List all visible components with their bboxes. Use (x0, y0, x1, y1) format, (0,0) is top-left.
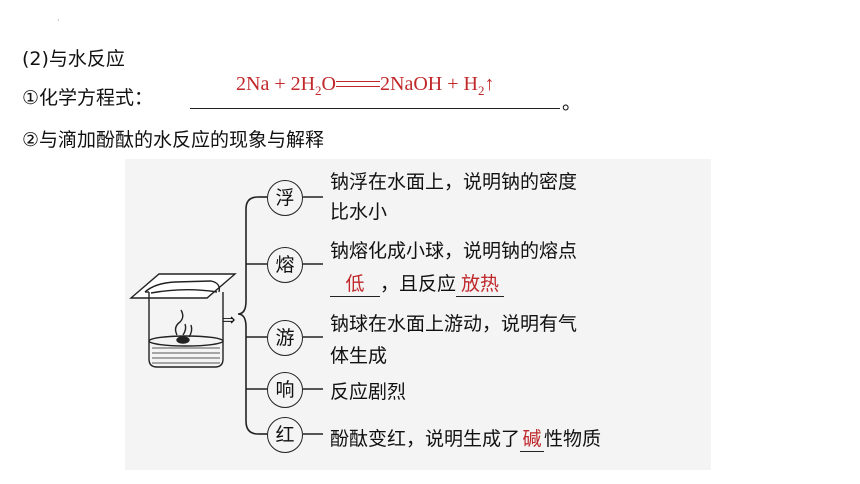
red-text: 酚酞变红，说明生成了碱性物质 (330, 424, 601, 452)
equation-sub: 2 (315, 83, 322, 98)
phenomena-diagram: ⇒ 浮 钠浮在水面上，说明钠的密度 比水小 熔 钠熔化成小球，说明钠的熔点 低，… (125, 159, 711, 470)
answer-exothermic: 放热 (456, 269, 505, 297)
melt-text-mid: ，且反应 (380, 273, 457, 295)
circle-char-float: 浮 (267, 180, 303, 216)
sound-text: 反应剧烈 (330, 381, 407, 403)
equation-rhs-a: 2NaOH + H (380, 73, 478, 95)
arrow-icon: ⇒ (222, 310, 236, 329)
swim-text-line2: 体生成 (330, 345, 388, 367)
equation-lhs-a: 2Na + 2H (236, 73, 316, 95)
circle-char-sound: 响 (267, 372, 303, 408)
circle-char-swim: 游 (267, 320, 303, 356)
section-heading-reaction: (2)与水反应 (22, 48, 125, 70)
float-text-line1: 钠浮在水面上，说明钠的密度 (330, 171, 578, 193)
circle-char-red: 红 (267, 417, 303, 453)
answer-low: 低 (330, 269, 380, 297)
circle-char-melt: 熔 (267, 247, 303, 283)
red-text-a: 酚酞变红，说明生成了 (330, 428, 521, 450)
melt-text-line1: 钠熔化成小球，说明钠的熔点 (330, 240, 578, 262)
equation-sub: 2 (477, 83, 485, 98)
swim-text-line1: 钠球在水面上游动，说明有气 (330, 313, 578, 335)
brace-connector (237, 196, 323, 435)
answer-alkali: 碱 (520, 424, 545, 452)
red-text-b: 性物质 (544, 428, 602, 450)
equals-sign (336, 78, 380, 92)
period: 。 (562, 92, 582, 114)
equation-blank-line (190, 108, 560, 109)
diagram-drawing (129, 196, 323, 435)
melt-text-line2: 低，且反应放热 (330, 269, 505, 297)
tick-mark: · (57, 16, 60, 25)
float-text-line2: 比水小 (330, 201, 388, 223)
beaker-illustration (129, 273, 237, 368)
equation-label: ①化学方程式： (22, 87, 154, 109)
equation-lhs-b: O (321, 73, 336, 95)
equation-rhs-b: ↑ (484, 73, 495, 95)
phenomena-heading: ②与滴加酚酞的水反应的现象与解释 (22, 129, 325, 151)
